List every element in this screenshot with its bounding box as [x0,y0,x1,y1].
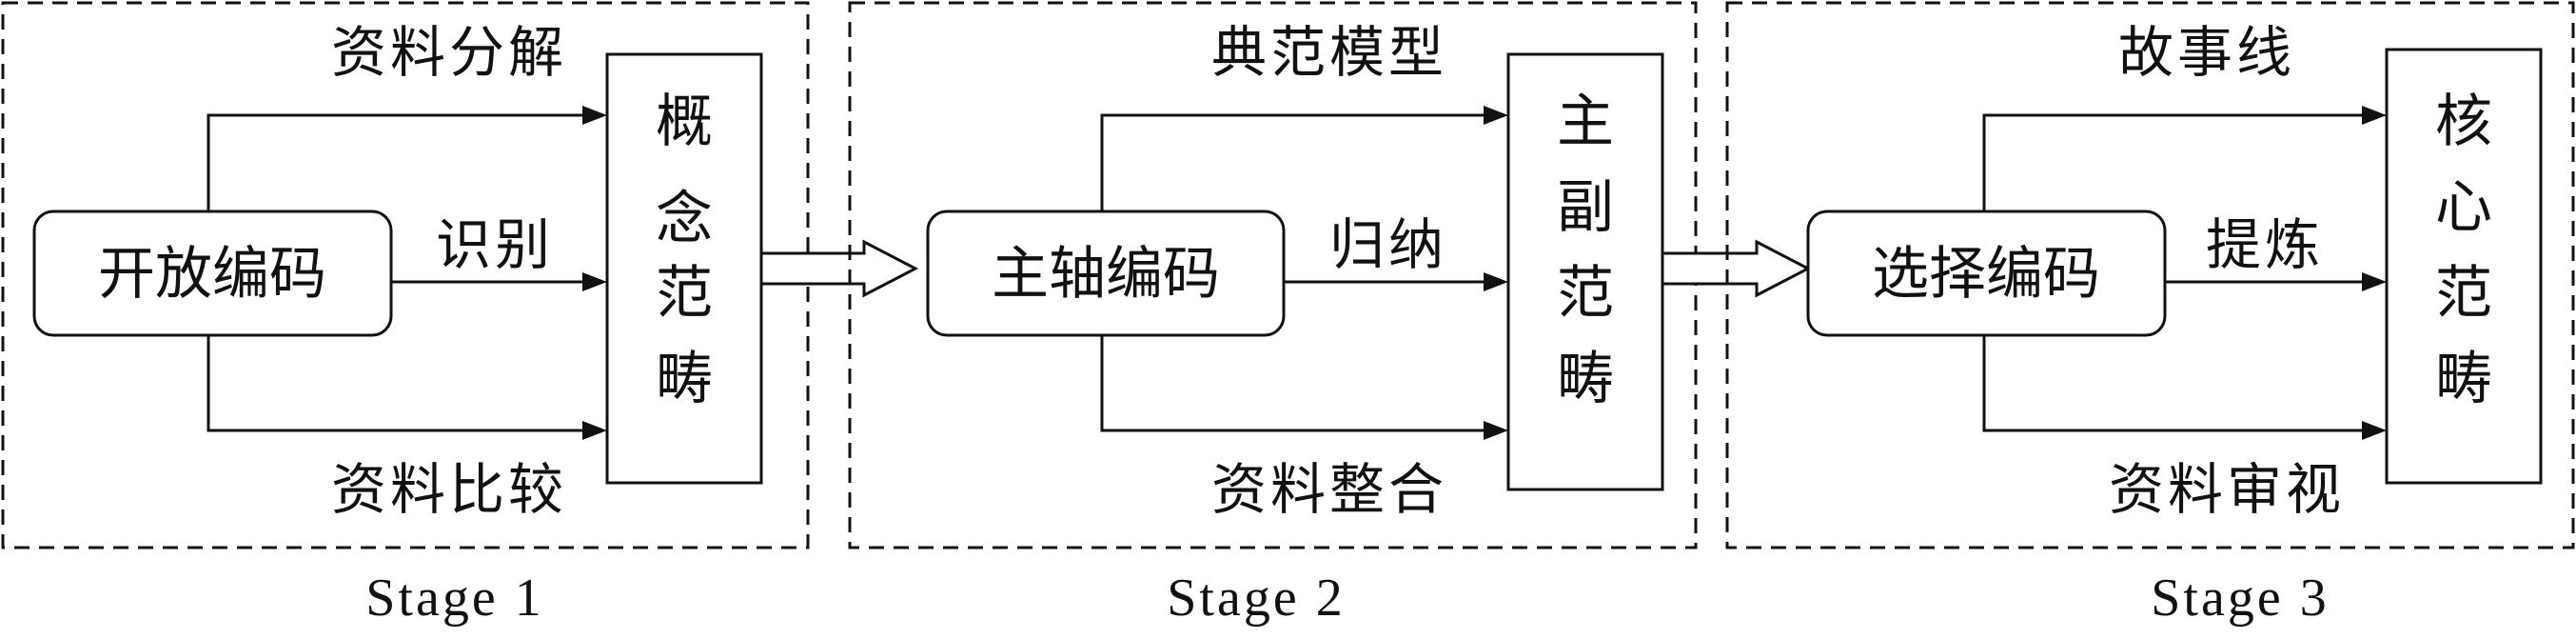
stage-2-to-3-hollow-arrow [1661,239,1812,298]
stage-1: 开放编码 概 念 范 畴 资料分解 识别 资料比较 Stage 1 [1,1,810,628]
stage-2-target-char-3: 范 [1557,260,1614,327]
stage-2-target-char-2: 副 [1557,174,1614,241]
stage-3-caption: Stage 3 [2151,569,2329,628]
stage-2-bottom-label: 资料整合 [1211,457,1447,522]
stage-3-target-char-4: 畴 [2435,346,2492,412]
stage-3-dashed-frame [1725,1,2575,549]
stage-2-source-box [926,210,1286,337]
stage-1-mid-label: 识别 [436,212,554,277]
stage-2: 主轴编码 主 副 范 畴 典范模型 归纳 资料整合 Stage 2 [848,1,1698,628]
stage-1-target-char-1: 概 [656,89,713,155]
stage-2-target-box [1506,52,1664,491]
stage-1-source-label: 开放编码 [98,241,326,308]
stage-3-bottom-connector [1982,335,2368,432]
stage-3-bottom-label: 资料审视 [2109,457,2345,522]
stage-2-target-char-1: 主 [1557,89,1614,155]
stage-1-mid-arrowhead [582,272,607,291]
stage-3-target-box [2385,48,2543,485]
stage-1-target-char-2: 念 [656,186,713,252]
stage-3-top-arrowhead [2362,106,2387,125]
stage-1-to-2-hollow-arrow [759,239,919,298]
stage-1-source-box [32,210,393,337]
stage-3-mid-arrowhead [2362,272,2387,291]
stage-3-mid-label: 提炼 [2206,212,2324,277]
stage-1-top-arrowhead [582,106,607,125]
stage-2-bottom-connector [1100,335,1489,432]
stage-1-bottom-arrowhead [582,421,607,440]
stage-2-target-char-4: 畴 [1557,346,1614,412]
stage-2-top-connector [1100,113,1489,211]
stage-3-target-char-3: 范 [2435,260,2492,327]
stage-2-mid-arrowhead [1484,272,1508,291]
stage-2-source-label: 主轴编码 [992,241,1220,308]
stage-1-top-label: 资料分解 [331,20,567,85]
stage-2-mid-label: 归纳 [1329,212,1447,277]
stage-1-target-char-4: 畴 [656,346,713,412]
stage-3-target-char-1: 核 [2435,89,2492,155]
stage-1-target-char-3: 范 [656,260,713,327]
stage-3-source-label: 选择编码 [1872,241,2100,308]
stage-2-bottom-arrowhead [1484,421,1508,440]
stage-2-top-arrowhead [1484,106,1508,125]
stage-1-target-box [605,52,763,485]
stage-1-top-connector [206,113,588,211]
stage-1-bottom-connector [206,335,588,432]
stage-3-bottom-arrowhead [2362,421,2387,440]
stage-1-caption: Stage 1 [365,569,543,628]
stage-2-caption: Stage 2 [1167,569,1345,628]
stage-2-top-label: 典范模型 [1211,20,1447,85]
stage-3-top-label: 故事线 [2118,20,2295,85]
stage-1-bottom-label: 资料比较 [331,457,567,522]
stage-3: 选择编码 核 心 范 畴 故事线 提炼 资料审视 Stage 3 [1725,1,2575,628]
stage-3-top-connector [1982,113,2368,211]
stage-3-target-char-2: 心 [2435,174,2492,241]
stage-3-source-box [1806,210,2167,337]
